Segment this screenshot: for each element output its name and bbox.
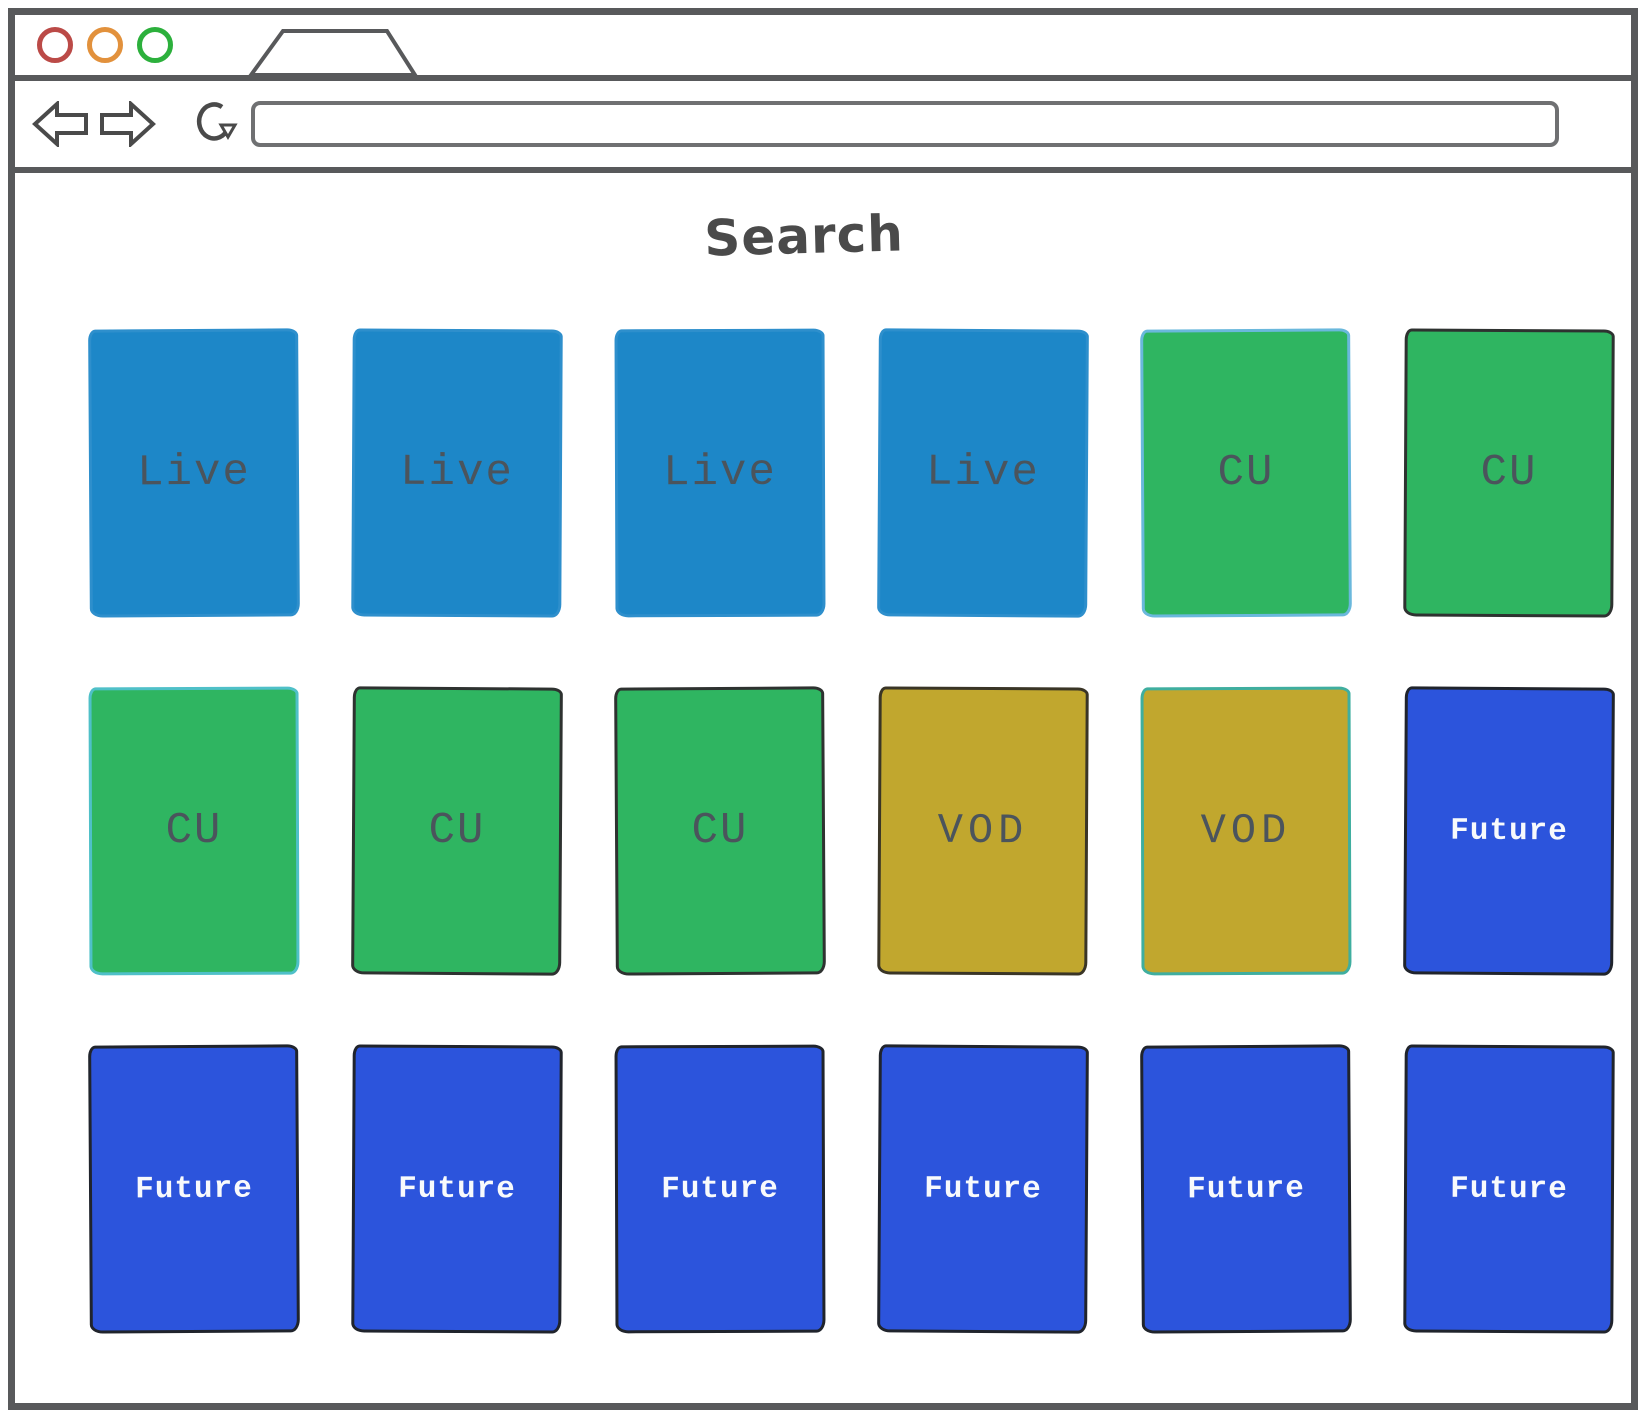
forward-arrow-icon [100,101,156,147]
card-label: CU [1480,447,1538,499]
traffic-light-close-icon[interactable] [37,27,73,63]
card-label: Future [1450,813,1568,849]
page-content: Search Live Live Live Live CU CU CU CU C… [15,204,1631,1334]
browser-navbar [15,81,1631,173]
card-label: Future [1187,1171,1305,1207]
card-label: VOD [937,806,1029,856]
card-live[interactable]: Live [351,328,563,618]
browser-titlebar [15,15,1631,81]
card-label: CU [691,805,749,857]
card-vod[interactable]: VOD [1140,686,1352,976]
back-arrow-icon [32,101,88,147]
back-button[interactable] [31,101,89,147]
browser-window: Search Live Live Live Live CU CU CU CU C… [8,8,1638,1410]
card-future[interactable]: Future [1140,1044,1352,1334]
card-vod[interactable]: VOD [877,686,1089,976]
card-label: Future [924,1171,1042,1207]
card-label: Live [663,447,777,499]
browser-tab-outline [247,29,419,77]
traffic-light-minimize-icon[interactable] [87,27,123,63]
card-label: Live [137,447,251,499]
card-label: Live [400,447,514,499]
card-label: Future [135,1171,253,1207]
card-future[interactable]: Future [88,1044,300,1334]
page-title: Search [703,204,905,268]
card-label: Future [398,1171,516,1207]
reload-arrowhead-icon [218,123,238,140]
traffic-light-maximize-icon[interactable] [137,27,173,63]
url-input[interactable] [251,101,1559,147]
card-live[interactable]: Live [88,328,300,618]
card-cu[interactable]: CU [1403,328,1615,618]
card-label: CU [428,805,486,857]
card-future[interactable]: Future [1403,1044,1615,1334]
card-cu[interactable]: CU [1140,328,1352,618]
card-future[interactable]: Future [1403,686,1615,976]
card-cu[interactable]: CU [351,686,563,976]
card-cu[interactable]: CU [614,686,826,976]
card-live[interactable]: Live [614,328,826,618]
card-label: Live [926,447,1040,499]
card-future[interactable]: Future [877,1044,1089,1334]
card-label: VOD [1200,806,1292,856]
card-label: CU [165,805,223,857]
reload-icon [196,102,231,141]
forward-button[interactable] [99,101,157,147]
browser-tab[interactable] [243,27,423,77]
card-label: Future [1450,1171,1568,1207]
reload-button[interactable] [191,98,239,150]
card-future[interactable]: Future [614,1044,826,1334]
card-live[interactable]: Live [877,328,1089,618]
card-label: CU [1217,447,1275,499]
card-future[interactable]: Future [351,1044,563,1334]
card-label: Future [661,1171,779,1207]
card-grid: Live Live Live Live CU CU CU CU CU VOD V… [88,328,1631,1334]
card-cu[interactable]: CU [88,686,300,976]
